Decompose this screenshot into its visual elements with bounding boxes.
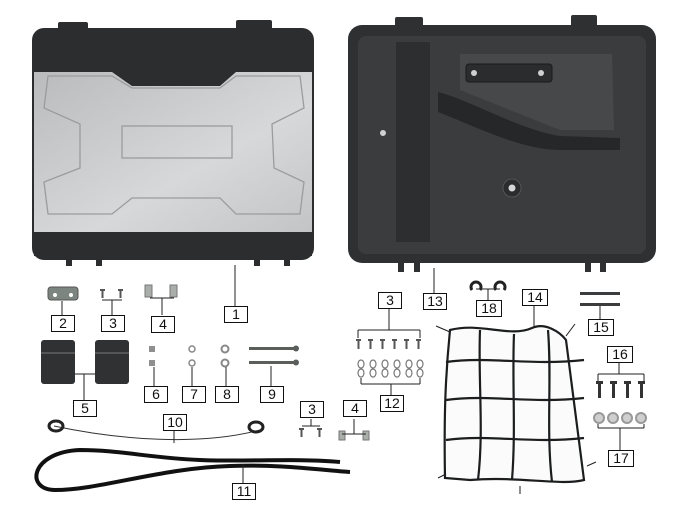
callout-15-rods[interactable]: 15 xyxy=(588,319,614,336)
screws-3b-illustration xyxy=(299,428,322,437)
callout-17-washer-set[interactable]: 17 xyxy=(608,450,634,467)
screw-set-six-illustration xyxy=(356,339,421,349)
case-body-illustration xyxy=(348,15,656,272)
s-hooks-illustration xyxy=(357,359,424,378)
hinge-bracket-illustration xyxy=(47,286,79,301)
callout-9-long-bolts[interactable]: 9 xyxy=(260,386,284,403)
callout-10-strap-cable[interactable]: 10 xyxy=(163,414,187,431)
rubber-pads-illustration xyxy=(41,340,129,384)
long-bolts-illustration xyxy=(249,345,299,366)
clip-nuts-4b-illustration xyxy=(338,430,370,441)
callout-6-bushings[interactable]: 6 xyxy=(144,386,168,403)
callout-11-rubber-seal[interactable]: 11 xyxy=(232,483,256,500)
callout-12-s-hooks[interactable]: 12 xyxy=(380,395,404,412)
leader-lines xyxy=(61,265,645,483)
washer-set-four-illustration xyxy=(593,412,647,424)
callout-14-cargo-net[interactable]: 14 xyxy=(522,289,548,306)
callout-7-small-washers[interactable]: 7 xyxy=(182,386,206,403)
small-washers-illustration xyxy=(188,345,196,367)
callout-5-rubber-pads[interactable]: 5 xyxy=(73,400,97,417)
washers-illustration xyxy=(220,344,230,368)
callout-16-bolt-set[interactable]: 16 xyxy=(607,346,633,363)
lid-illustration xyxy=(32,20,314,266)
rods-illustration xyxy=(580,292,620,306)
callout-3-screw-set[interactable]: 3 xyxy=(378,292,402,309)
cargo-net-illustration xyxy=(435,323,597,494)
callout-4-clip-nut-pair[interactable]: 4 xyxy=(151,316,175,333)
callout-4-clip-nut-pair-lower[interactable]: 4 xyxy=(343,400,367,417)
callout-13-case-body[interactable]: 13 xyxy=(423,293,447,310)
callout-3-screw-pair[interactable]: 3 xyxy=(101,315,125,332)
clip-nuts-4a-illustration xyxy=(144,284,178,298)
callout-2-hinge-bracket[interactable]: 2 xyxy=(51,315,75,332)
bolt-set-four-illustration xyxy=(596,381,645,398)
c-clips-illustration xyxy=(469,280,507,291)
strap-cable-illustration xyxy=(47,419,265,441)
callout-3-screw-pair-lower[interactable]: 3 xyxy=(300,401,324,418)
callout-8-washers[interactable]: 8 xyxy=(215,386,239,403)
rubber-seal-illustration xyxy=(34,447,351,493)
callout-1-lid[interactable]: 1 xyxy=(224,306,248,323)
bushings-illustration xyxy=(149,346,155,366)
screws-3a-illustration xyxy=(100,289,123,298)
callout-18-c-clips[interactable]: 18 xyxy=(476,300,502,317)
